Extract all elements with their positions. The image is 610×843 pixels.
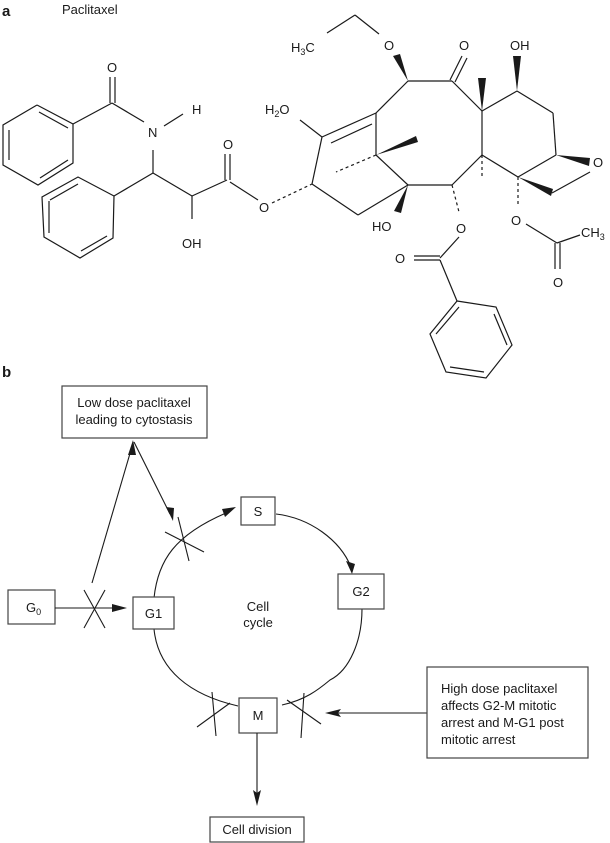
svg-text:M: M xyxy=(253,708,264,723)
svg-text:Cell division: Cell division xyxy=(222,822,291,837)
svg-text:S: S xyxy=(254,504,263,519)
atom-h2o: H2O xyxy=(265,102,290,119)
atom-oh-side: OH xyxy=(182,236,202,251)
atom-ketone-o: O xyxy=(459,38,469,53)
phase-g0-box: G0 xyxy=(7,589,56,625)
benzoate-phenyl-ring xyxy=(429,300,513,379)
svg-text:High dose paclitaxel: High dose paclitaxel xyxy=(441,681,557,696)
phase-g1-box: G1 xyxy=(132,596,175,630)
svg-text:arrest and M-G1 post: arrest and M-G1 post xyxy=(441,715,564,730)
svg-text:leading to cytostasis: leading to cytostasis xyxy=(75,412,193,427)
atom-benzoate-o-link: O xyxy=(456,221,466,236)
cell-cycle-arcs xyxy=(153,507,363,707)
cell-cycle-label: Cell xyxy=(247,599,270,614)
molecule-title: Paclitaxel xyxy=(62,2,118,17)
atom-amide-o: O xyxy=(107,60,117,75)
atom-ho-bottom: HO xyxy=(372,219,392,234)
svg-text:mitotic arrest: mitotic arrest xyxy=(441,732,516,747)
atom-benzoate-o-carbonyl: O xyxy=(395,251,405,266)
side-phenyl-ring xyxy=(41,176,115,259)
atom-acetate-o-carbonyl: O xyxy=(553,275,563,290)
paclitaxel-structure: O N H O O OH H2O xyxy=(2,14,605,379)
arrow-from-low-dose xyxy=(133,441,171,515)
panel-b-label: b xyxy=(2,364,11,381)
benzamide-phenyl-ring xyxy=(2,104,74,186)
atom-ester-o-link: O xyxy=(259,200,269,215)
atom-ch3: CH3 xyxy=(581,225,605,242)
svg-text:G1: G1 xyxy=(145,606,162,621)
bond xyxy=(72,102,113,125)
arrow-to-low-dose xyxy=(91,449,132,584)
cell-cycle-label: cycle xyxy=(243,615,273,630)
atom-ethoxy-o: O xyxy=(384,38,394,53)
block-mark-g0-g1 xyxy=(83,589,106,629)
low-dose-box: Low dose paclitaxel leading to cytostasi… xyxy=(61,385,208,439)
svg-text:affects G2-M mitotic: affects G2-M mitotic xyxy=(441,698,557,713)
atom-oh-top: OH xyxy=(510,38,530,53)
svg-text:G0: G0 xyxy=(26,600,41,617)
atom-nh: H xyxy=(192,102,201,117)
atom-acetate-o-link: O xyxy=(511,213,521,228)
phase-s-box: S xyxy=(240,496,276,526)
panel-a-label: a xyxy=(2,3,11,20)
cell-division-box: Cell division xyxy=(209,816,305,843)
atom-n: N xyxy=(148,125,157,140)
atom-oxetane-o: O xyxy=(593,155,603,170)
phase-g2-box: G2 xyxy=(337,573,385,610)
high-dose-box: High dose paclitaxel affects G2-M mitoti… xyxy=(426,666,589,759)
block-mark-g2-m xyxy=(286,692,322,739)
block-mark-m-g1 xyxy=(196,691,231,737)
svg-text:G2: G2 xyxy=(352,584,369,599)
arrowhead xyxy=(222,507,236,517)
atom-ester-o-carbonyl: O xyxy=(223,137,233,152)
svg-text:Low dose paclitaxel: Low dose paclitaxel xyxy=(77,395,191,410)
atom-h3c: H3C xyxy=(291,40,315,57)
arrowhead xyxy=(346,561,355,574)
phase-m-box: M xyxy=(238,697,278,734)
block-mark-g1-s xyxy=(164,516,205,562)
